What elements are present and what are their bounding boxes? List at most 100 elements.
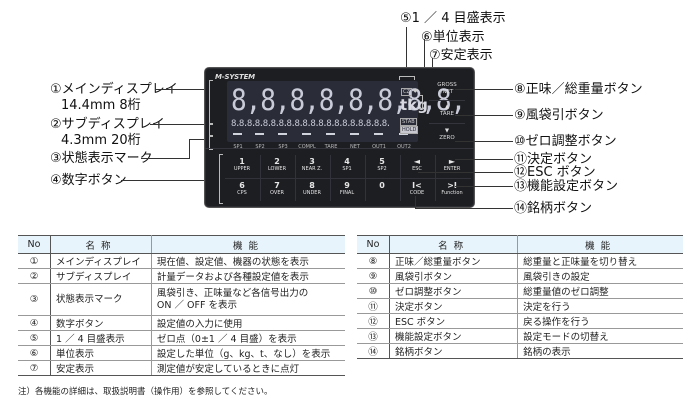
row-no: ⑦ (18, 360, 51, 376)
leader-line (455, 141, 513, 142)
callout-status-marks: ③状態表示マーク (50, 151, 153, 166)
row-name: 正味／総重量ボタン (389, 253, 519, 269)
enter-button[interactable]: ►ENTER (435, 157, 469, 173)
bracket-unit (419, 95, 423, 109)
row-function: 銘柄の表示 (517, 343, 683, 359)
row-name: 決定ボタン (389, 298, 519, 314)
leader-line (406, 27, 407, 69)
right-arrow-icon: ► (448, 157, 456, 166)
leader-line (415, 208, 513, 209)
callout-stable-display: ⑦安定表示 (429, 48, 493, 63)
leader-line (150, 124, 225, 125)
row-no: ⑫ (357, 313, 390, 329)
triangle-down-icon: ▼ (444, 128, 450, 134)
lcd-display: 8,8,8,8,8,8,8,8, 8.8.8.8.8.8.8.8.8.8.8.8… (227, 81, 466, 142)
callout-quarter-scale: ⑤1 ／ 4 目盛表示 (400, 11, 506, 26)
leader-line (455, 186, 513, 187)
row-no: ⑬ (357, 328, 390, 344)
key-sublabel: CODE (409, 190, 425, 196)
status-label: NET (350, 144, 360, 150)
row-function: 設定値の入力に使用 (151, 315, 345, 331)
gross-net-button[interactable]: GROSS /NET (423, 82, 471, 96)
status-label: SP3 (278, 144, 288, 150)
key-number: 8 (309, 181, 315, 190)
row-function: 現在値、設定値、機器の状態を表示 (151, 253, 345, 269)
key-sublabel: UNDER (303, 190, 321, 196)
status-mark (233, 133, 242, 135)
status-label: COMPL (298, 144, 316, 150)
row-no: ⑭ (357, 343, 390, 359)
key-sublabel: Function (441, 190, 463, 196)
key-sublabel: CPS (237, 190, 247, 196)
row-function: 決定を行う (517, 298, 683, 314)
code-button[interactable]: I<CODE (400, 181, 434, 197)
col-function: 機能 (517, 235, 683, 254)
row-function: 計量データおよび各種設定値を表示 (151, 268, 345, 284)
row-function: 設定した単位（g、kg、t、なし）を表示 (151, 345, 345, 361)
key-number: 5 (379, 157, 385, 166)
row-function-line1: 風袋引き、正味量など各信号出力の (156, 287, 309, 299)
callout-gross-net-button: ⑧正味／総重量ボタン (514, 82, 643, 97)
tare-button[interactable]: ▲ TARE (423, 104, 471, 118)
esc-button[interactable]: ◄ESC (400, 157, 434, 173)
col-no: No (357, 235, 390, 254)
main-display: 8,8,8,8,8,8,8,8, (231, 83, 466, 117)
key-sublabel: ENTER (443, 166, 461, 172)
leader-line (121, 180, 218, 181)
row-function: 測定値が安定しているときに点灯 (151, 360, 345, 376)
col-no: No (18, 235, 51, 254)
row-no: ⑨ (357, 268, 390, 284)
callout-numeric-buttons: ④数字ボタン (50, 173, 127, 188)
row-name: 機能設定ボタン (389, 328, 519, 344)
hold-indicator: HOLD (400, 126, 419, 134)
callout-main-display-spec: 14.4mm 8桁 (61, 98, 141, 113)
leader-line (455, 115, 513, 116)
leader-line (141, 158, 189, 159)
row-no: ④ (18, 315, 51, 331)
row-name: 状態表示マーク (50, 283, 152, 316)
leader-line (189, 139, 190, 159)
leader-line (455, 89, 513, 90)
col-name: 名称 (389, 235, 519, 254)
key-number: 9 (344, 181, 350, 190)
leader-line (415, 196, 416, 208)
row-no: ⑩ (357, 283, 390, 299)
row-name: ゼロ調整ボタン (389, 283, 519, 299)
key-0[interactable]: 0 (365, 181, 399, 190)
key-sublabel: ESC (412, 166, 422, 172)
status-label: TARE (324, 144, 338, 150)
status-mark (350, 133, 359, 135)
divider (330, 155, 331, 201)
divider (435, 155, 436, 201)
unit-display: tkg (400, 96, 428, 114)
row-no: ⑥ (18, 345, 51, 361)
divider (365, 155, 366, 201)
key-number: 7 (274, 181, 280, 190)
status-label: SP1 (233, 144, 243, 150)
status-label: SP2 (255, 144, 265, 150)
zero-button[interactable]: ▼ ZERO (423, 128, 471, 142)
row-no: ⑧ (357, 253, 390, 269)
status-mark (302, 133, 311, 135)
callout-enter-button: ⑪決定ボタン (514, 152, 593, 167)
status-label: OUT2 (397, 144, 411, 150)
